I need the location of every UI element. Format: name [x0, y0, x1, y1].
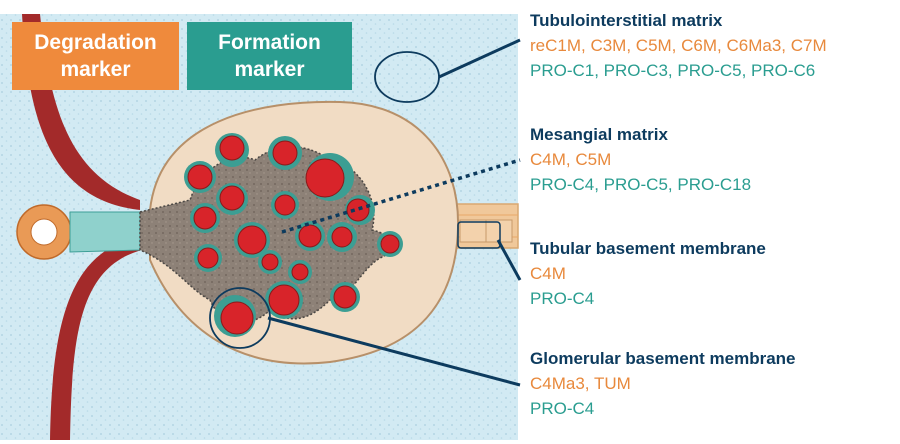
annotation-formation: PRO-C1, PRO-C3, PRO-C5, PRO-C6 [530, 61, 816, 80]
annotation-formation: PRO-C4 [530, 399, 595, 418]
highlight-tubular [457, 221, 501, 249]
annotation-degradation: C4M [530, 264, 566, 283]
annotation-degradation: C4Ma3, TUM [530, 374, 631, 393]
annotation-title: Tubular basement membrane [530, 239, 766, 258]
annotation-title: Glomerular basement membrane [530, 349, 796, 368]
capillary-loops [184, 133, 403, 337]
annotation-glomerular: Glomerular basement membrane C4Ma3, TUM … [530, 346, 795, 421]
annotation-tubular: Tubular basement membrane C4M PRO-C4 [530, 236, 766, 311]
annotation-degradation: reC1M, C3M, C5M, C6M, C6Ma3, C7M [530, 36, 827, 55]
annotation-title: Tubulointerstitial matrix [530, 11, 723, 30]
annotation-degradation: C4M, C5M [530, 150, 612, 169]
tubule-left [16, 204, 141, 260]
degradation-marker-label: Degradation marker [34, 31, 157, 81]
degradation-marker-legend: Degradation marker [12, 22, 179, 90]
pointer-lines [209, 38, 522, 387]
annotation-tubulointerstitial: Tubulointerstitial matrix reC1M, C3M, C5… [530, 8, 827, 83]
annotation-mesangial: Mesangial matrix C4M, C5M PRO-C4, PRO-C5… [530, 122, 751, 197]
formation-marker-label: Formation marker [218, 31, 321, 81]
annotation-formation: PRO-C4, PRO-C5, PRO-C18 [530, 175, 752, 194]
tubule-right [454, 203, 519, 249]
annotation-title: Mesangial matrix [530, 125, 668, 144]
formation-marker-legend: Formation marker [187, 22, 352, 90]
annotation-formation: PRO-C4 [530, 289, 595, 308]
